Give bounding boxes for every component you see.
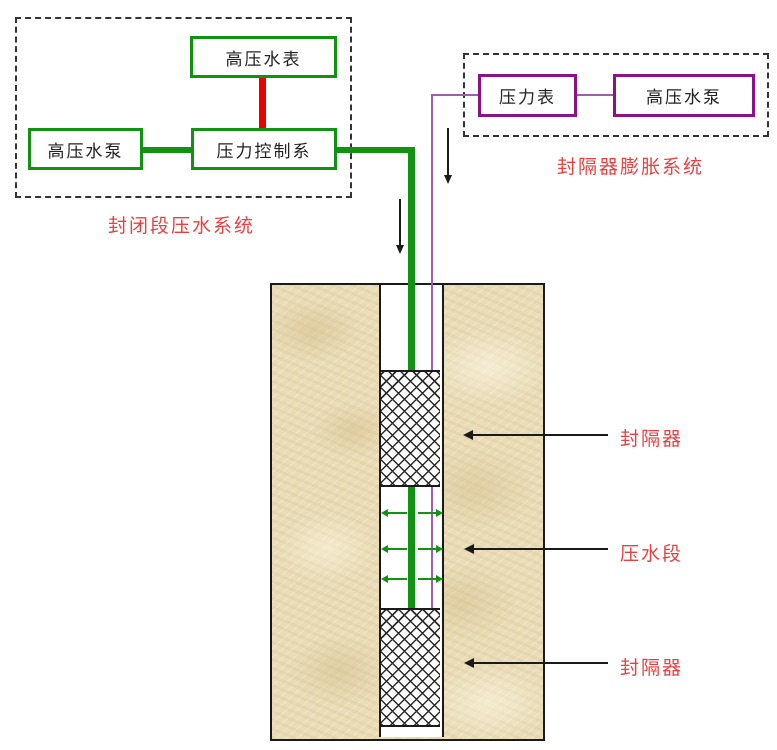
pressure-controller-label: 压力控制系 — [216, 141, 312, 161]
sealed-water-pump-label: 高压水泵 — [47, 141, 124, 161]
arrow-right-icon — [436, 545, 443, 553]
water-meter-label: 高压水表 — [225, 49, 302, 69]
expansion-water-pump-label: 高压水泵 — [646, 88, 722, 107]
injection-arrow-right-2 — [418, 544, 443, 554]
lower-packer-label: 封隔器 — [620, 658, 684, 679]
arrow-shaft — [472, 548, 608, 550]
upper-packer-label: 封隔器 — [620, 429, 684, 450]
water-meter-box: 高压水表 — [190, 36, 337, 78]
green-connector-pump-controller — [143, 147, 191, 153]
sealed-section-system-label: 封闭段压水系统 — [108, 216, 256, 237]
red-connector-line — [259, 77, 266, 129]
purple-line-horizontal — [431, 94, 478, 96]
expansion-water-pump-box: 高压水泵 — [613, 74, 755, 117]
injection-arrow-left-2 — [381, 544, 407, 554]
arrow-right-icon — [436, 575, 443, 583]
arrow-left-icon — [381, 509, 388, 517]
pressure-gauge-label: 压力表 — [499, 88, 556, 107]
lower-packer — [381, 608, 440, 727]
injection-arrow-right-1 — [418, 508, 443, 518]
upper-packer — [381, 370, 440, 487]
upper-packer-pointer — [463, 430, 608, 440]
packer-expansion-system-label: 封隔器膨胀系统 — [557, 157, 705, 178]
arrow-down-icon — [443, 175, 452, 184]
sealed-section-system-box — [15, 17, 352, 198]
green-pipe-horizontal — [337, 147, 415, 153]
injection-arrow-right-3 — [418, 574, 443, 584]
purple-connector-gauge-pump — [577, 94, 613, 96]
arrow-down-icon — [395, 245, 404, 254]
arrow-right-icon — [436, 509, 443, 517]
arrow-left-icon — [463, 430, 473, 440]
arrow-left-icon — [464, 544, 474, 554]
flow-down-arrow-right — [443, 128, 452, 184]
pressure-gauge-box: 压力表 — [478, 74, 577, 117]
lower-packer-pointer — [464, 658, 608, 668]
pressure-section-pointer — [464, 544, 608, 554]
pressure-controller-box: 压力控制系 — [191, 128, 337, 170]
flow-down-arrow-left — [395, 199, 404, 254]
arrow-shaft — [446, 128, 449, 177]
arrow-left-icon — [381, 575, 388, 583]
arrow-left-icon — [464, 658, 474, 668]
pressure-section-label: 压水段 — [620, 544, 684, 565]
injection-arrow-left-3 — [381, 574, 407, 584]
arrow-shaft — [471, 434, 608, 436]
sealed-water-pump-box: 高压水泵 — [28, 128, 143, 170]
arrow-shaft — [398, 199, 401, 247]
arrow-shaft — [472, 662, 608, 664]
purple-line-vertical — [431, 94, 433, 608]
injection-arrow-left-1 — [381, 508, 407, 518]
arrow-left-icon — [381, 545, 388, 553]
